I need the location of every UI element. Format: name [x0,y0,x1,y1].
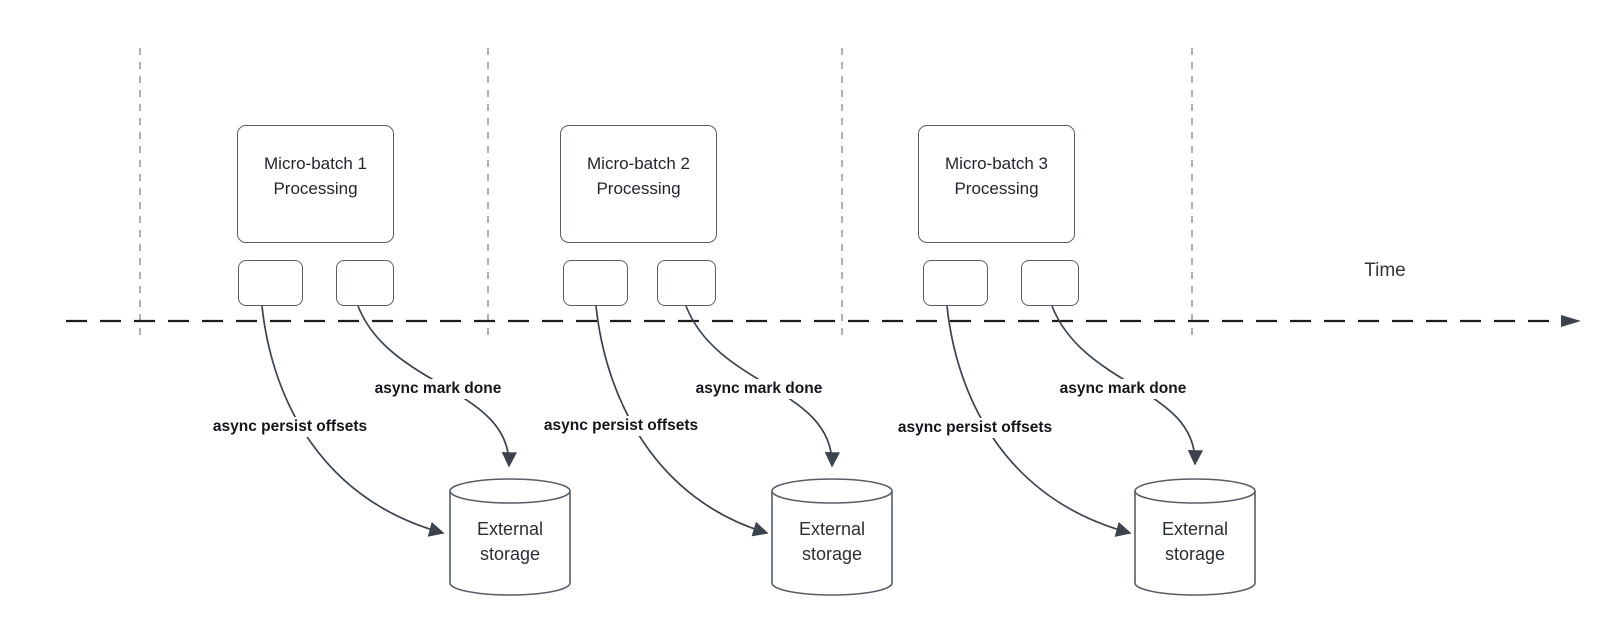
persist-offsets-arrow-1 [261,305,445,537]
persist-offsets-label-1: async persist offsets [209,417,371,437]
persist-offsets-label-3: async persist offsets [894,418,1056,438]
external-storage-cylinder-2 [771,478,893,596]
external-storage-label-1: External storage [476,518,544,564]
persist-offsets-arrow-3 [946,305,1132,537]
persist-offsets-arrow-2 [595,305,769,537]
external-storage-label-3: External storage [1161,518,1229,564]
timeline-arrowhead-icon [1561,315,1581,327]
mark-done-task-box-1 [336,260,394,306]
persist-offsets-task-box-2 [563,260,628,306]
mark-done-task-box-3 [1021,260,1079,306]
external-storage-cylinder-3 [1134,478,1256,596]
micro-batch-box-2: Micro-batch 2 Processing [560,125,717,243]
mark-done-task-box-2 [657,260,716,306]
micro-batch-box-1: Micro-batch 1 Processing [237,125,394,243]
mark-done-label-2: async mark done [692,379,826,399]
persist-offsets-task-box-1 [238,260,303,306]
micro-batch-box-3: Micro-batch 3 Processing [918,125,1075,243]
mark-done-label-3: async mark done [1056,379,1190,399]
time-axis-label: Time [1364,260,1406,281]
persist-offsets-label-2: async persist offsets [540,416,702,436]
external-storage-cylinder-1 [449,478,571,596]
mark-done-label-1: async mark done [371,379,505,399]
persist-offsets-task-box-3 [923,260,988,306]
external-storage-label-2: External storage [798,518,866,564]
